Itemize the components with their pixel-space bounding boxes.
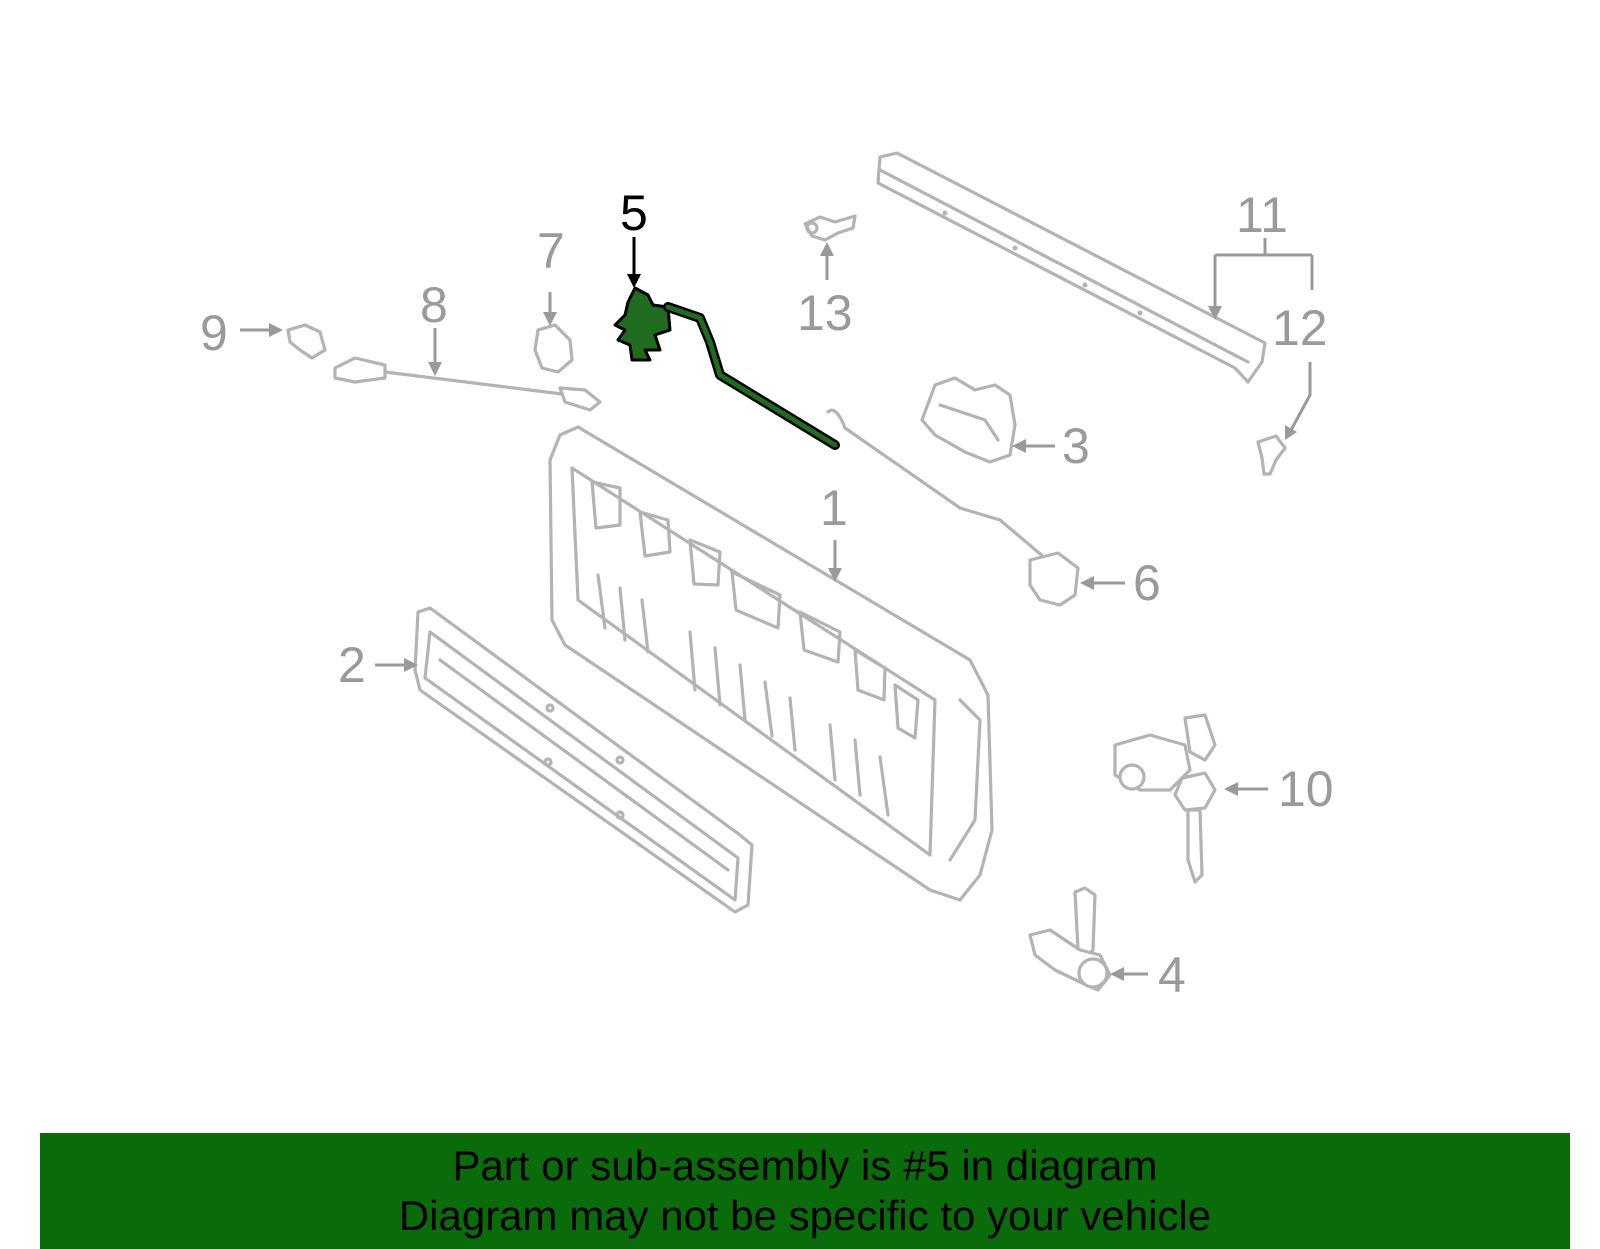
part-4-handle (1028, 886, 1112, 992)
callout-9: 9 (200, 305, 228, 361)
part-13-clip (803, 214, 857, 242)
part-9-bolt (286, 323, 327, 360)
callout-2: 2 (338, 637, 366, 693)
callout-11: 11 (1236, 187, 1288, 243)
callout-13: 13 (797, 285, 853, 341)
banner-line-1: Part or sub-assembly is #5 in diagram (452, 1142, 1158, 1189)
part-3-bezel (920, 376, 1017, 464)
leader-lines (240, 237, 1314, 981)
callout-12: 12 (1272, 300, 1328, 356)
banner-line-2: Diagram may not be specific to your vehi… (398, 1192, 1212, 1239)
callout-3: 3 (1062, 418, 1090, 474)
part-6-rod (826, 408, 1080, 607)
callout-7: 7 (537, 223, 565, 279)
callout-6: 6 (1133, 555, 1161, 611)
part-7-bracket (533, 323, 574, 374)
callout-1: 1 (820, 480, 848, 536)
part-2-panel (413, 606, 754, 914)
callout-10: 10 (1278, 761, 1334, 817)
part-10-lock-cylinder (1113, 713, 1217, 884)
info-banner: Part or sub-assembly is #5 in diagram Di… (40, 1133, 1570, 1249)
callout-5[interactable]: 5 (620, 185, 648, 241)
part-1-tailgate (548, 425, 994, 902)
part-12-pushclip (1256, 434, 1287, 476)
part-11-rail (876, 151, 1267, 384)
part-8-cable (333, 356, 602, 412)
part-5-highlighted[interactable] (613, 286, 840, 450)
callout-8: 8 (420, 277, 448, 333)
callout-4: 4 (1158, 947, 1186, 1003)
